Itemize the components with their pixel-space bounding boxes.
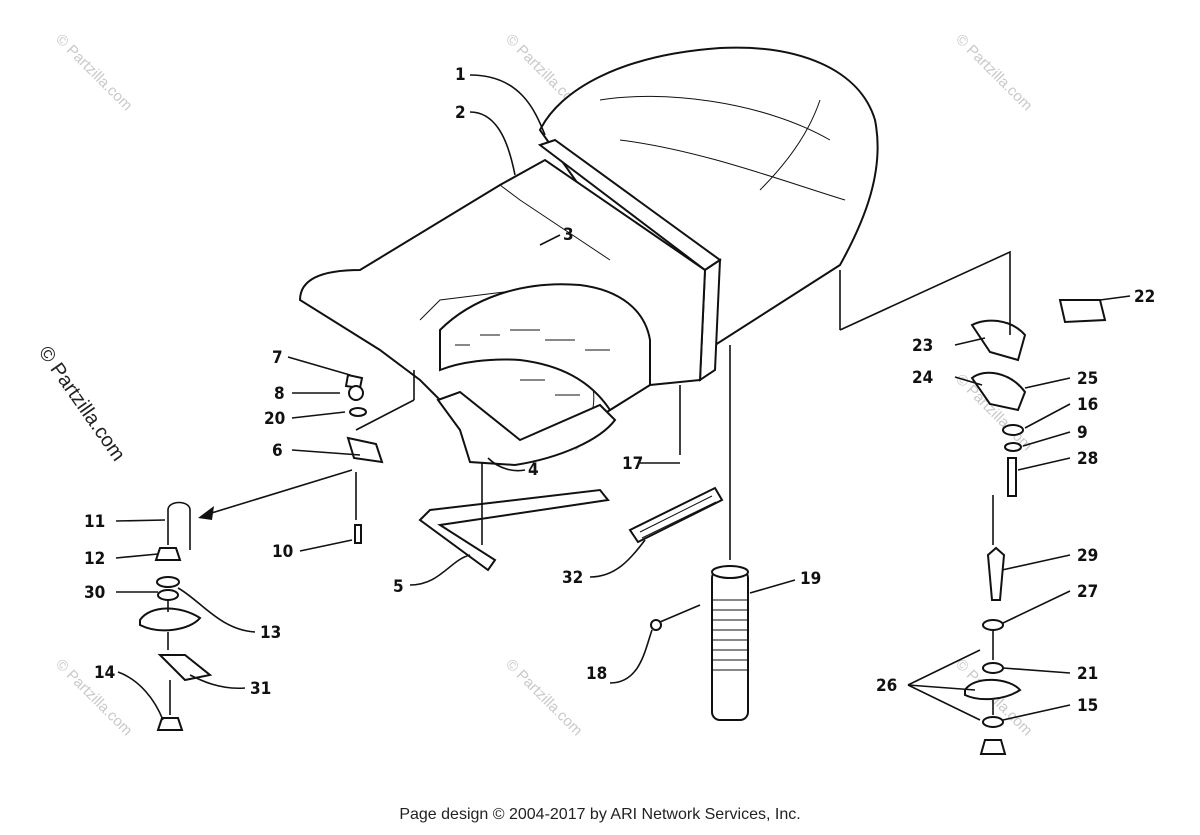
copyright-footer: Page design © 2004-2017 by ARI Network S… — [399, 806, 801, 823]
callout-10: 10 — [272, 542, 293, 562]
callout-19: 19 — [800, 569, 821, 589]
right-hardware — [964, 299, 1107, 755]
callout-28: 28 — [1077, 449, 1098, 469]
callout-24: 24 — [912, 368, 933, 388]
callouts: 1 2 3 4 5 6 7 8 9 10 11 12 13 14 15 16 1… — [84, 65, 1155, 716]
callout-23: 23 — [912, 336, 933, 356]
watermark-large: © Partzilla.com — [34, 342, 129, 465]
part-19-tube — [711, 565, 749, 721]
part-5-trim — [418, 488, 610, 572]
callout-1: 1 — [455, 65, 466, 85]
callout-22: 22 — [1134, 287, 1155, 307]
callout-25: 25 — [1077, 369, 1098, 389]
callout-2: 2 — [455, 103, 466, 123]
callout-29: 29 — [1077, 546, 1098, 566]
callout-26: 26 — [876, 676, 897, 696]
callout-5: 5 — [393, 577, 404, 597]
callout-21: 21 — [1077, 664, 1098, 684]
callout-4: 4 — [528, 460, 539, 480]
watermark: © Partzilla.com — [52, 31, 135, 114]
callout-20: 20 — [264, 409, 285, 429]
part-18-screw — [650, 604, 701, 631]
callout-14: 14 — [94, 663, 115, 683]
callout-6: 6 — [272, 441, 283, 461]
callout-8: 8 — [274, 384, 285, 404]
callout-18: 18 — [586, 664, 607, 684]
callout-7: 7 — [272, 348, 283, 368]
callout-31: 31 — [250, 679, 271, 699]
watermark: © Partzilla.com — [952, 31, 1035, 114]
callout-32: 32 — [562, 568, 583, 588]
callout-16: 16 — [1077, 395, 1098, 415]
callout-9: 9 — [1077, 423, 1088, 443]
part-32-strip — [628, 486, 724, 544]
seat-assembly — [298, 46, 879, 467]
watermark: © Partzilla.com — [502, 656, 585, 739]
leader-lines — [115, 74, 1131, 721]
callout-3: 3 — [563, 225, 574, 245]
left-hardware — [139, 373, 384, 731]
callout-27: 27 — [1077, 582, 1098, 602]
callout-17: 17 — [622, 454, 643, 474]
callout-13: 13 — [260, 623, 281, 643]
callout-11: 11 — [84, 512, 105, 532]
callout-30: 30 — [84, 583, 105, 603]
callout-12: 12 — [84, 549, 105, 569]
callout-15: 15 — [1077, 696, 1098, 716]
